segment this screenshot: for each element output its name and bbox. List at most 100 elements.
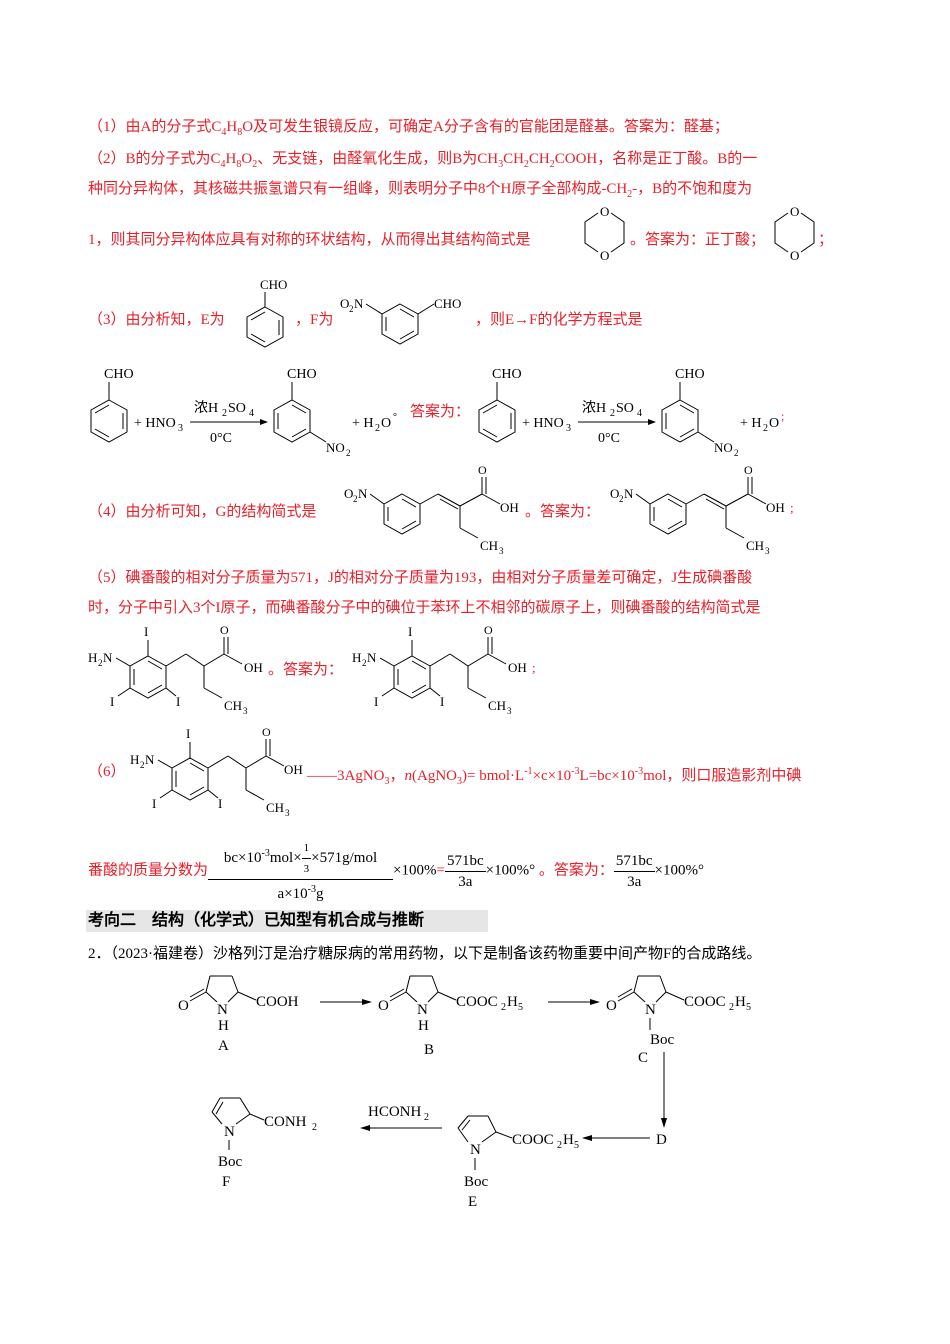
svg-text:I: I (374, 694, 378, 709)
svg-text:OH: OH (500, 500, 519, 515)
svg-text:O: O (220, 623, 229, 637)
svg-text:CH: CH (480, 538, 498, 553)
part3-text-c: ，则E→F的化学方程式是 (475, 312, 643, 328)
svg-text:O: O (790, 204, 799, 219)
part4-answer-label: 。答案为： (525, 504, 601, 520)
svg-text:CHO: CHO (104, 367, 134, 382)
svg-text:4: 4 (249, 408, 254, 419)
svg-text:O: O (790, 248, 799, 263)
svg-text:OH: OH (284, 762, 303, 777)
part3-answer-label: 答案为： (410, 404, 471, 420)
svg-text:O: O (600, 248, 609, 263)
svg-text:;: ; (790, 500, 794, 515)
svg-text:O: O (478, 463, 487, 477)
svg-text:+ H: + H (352, 416, 374, 431)
svg-text:CH: CH (746, 538, 764, 553)
part6-answer-label: 。答案为： (538, 862, 614, 879)
svg-text:2: 2 (763, 423, 768, 434)
svg-text:Boc: Boc (464, 1174, 489, 1190)
svg-text:H: H (218, 1018, 229, 1034)
svg-text:H: H (88, 650, 97, 665)
svg-text:O: O (484, 623, 493, 637)
svg-text:H: H (352, 650, 361, 665)
svg-text:I: I (408, 624, 412, 639)
svg-text:O: O (344, 486, 353, 501)
svg-text:COOC: COOC (456, 994, 498, 1010)
svg-text:5: 5 (746, 1002, 751, 1013)
svg-text:I: I (186, 726, 190, 741)
svg-text:N: N (358, 486, 368, 501)
svg-text:CHO: CHO (675, 367, 705, 382)
part5-answer-label: 。答案为： (268, 662, 344, 678)
svg-text:3: 3 (765, 546, 770, 556)
svg-text:;: ; (532, 660, 536, 675)
svg-text:O: O (600, 204, 609, 219)
svg-text:2: 2 (222, 408, 227, 419)
svg-text:H: H (507, 994, 518, 1010)
svg-text:3: 3 (507, 706, 512, 716)
svg-text:2: 2 (424, 1112, 429, 1123)
svg-text:+ HNO: + HNO (522, 416, 564, 431)
dioxane-structure: O O (584, 204, 625, 263)
svg-text:C: C (638, 1050, 648, 1066)
svg-text:CHO: CHO (434, 296, 461, 311)
svg-text:;: ; (781, 409, 784, 423)
svg-text:N: N (470, 1142, 481, 1158)
part5-line-1: （5）碘番酸的相对分子质量为571，J的相对分子质量为193，由相对分子质量差可… (88, 570, 753, 586)
svg-text:COOC: COOC (512, 1132, 554, 1148)
svg-text:2: 2 (375, 423, 380, 434)
part2-answer: 。答案为：正丁酸； (630, 232, 766, 248)
svg-text:浓H: 浓H (194, 400, 218, 416)
svg-text:E: E (468, 1194, 477, 1208)
part6-line2-text: 番酸的质量分数为 (88, 862, 209, 879)
svg-text:B: B (424, 1042, 434, 1058)
svg-text:A: A (218, 1038, 229, 1054)
part1-text: （1）由A的分子式C4H8O及可发生银镜反应，可确定A分子含有的官能团是醛基。答… (88, 119, 729, 138)
section-heading: 考向二 结构（化学式）已知型有机合成与推断 (86, 910, 488, 932)
svg-text:CHO: CHO (287, 367, 317, 382)
part6-prefix: （6） (88, 764, 126, 780)
compound-A: N H O COOH A (178, 975, 299, 1054)
svg-text:N: N (145, 752, 155, 767)
svg-text:H: H (418, 1018, 429, 1034)
svg-text:D: D (656, 1132, 667, 1148)
svg-text:3: 3 (285, 808, 290, 818)
svg-text:O: O (178, 998, 189, 1014)
svg-text:I: I (144, 624, 148, 639)
question-2-stem: 2．（2023·福建卷）沙格列汀是治疗糖尿病的常用药物，以下是制备该药物重要中间… (88, 946, 762, 962)
svg-text:O: O (378, 998, 389, 1014)
svg-text:O: O (610, 486, 619, 501)
svg-text:COOH: COOH (256, 994, 299, 1010)
svg-text:CH: CH (488, 698, 506, 713)
part6-formula: ——3AgNO3，n(AgNO3)= bmol·L-1×c×10-3L=bc×1… (307, 766, 802, 787)
answer-part-2-line-3: 1，则其同分异构体应具有对称的环状结构，从而得出其结构简式是 (88, 230, 531, 250)
svg-text:N: N (645, 1002, 656, 1018)
svg-text:NO: NO (326, 440, 345, 455)
svg-text:I: I (176, 694, 180, 709)
svg-text:H: H (735, 994, 746, 1010)
svg-text:°: ° (393, 412, 397, 423)
svg-text:O: O (340, 296, 349, 311)
svg-text:2: 2 (346, 448, 351, 457)
svg-text:O: O (262, 725, 271, 739)
svg-text:N: N (417, 1002, 428, 1018)
svg-text:OH: OH (508, 660, 527, 675)
benzaldehyde-E: CHO (246, 277, 287, 348)
part4-text: （4）由分析可知，G的结构简式是 (88, 504, 317, 520)
svg-text:浓H: 浓H (582, 400, 606, 416)
svg-text:CONH: CONH (264, 1114, 307, 1130)
svg-text:3: 3 (499, 546, 504, 556)
svg-text:+ H: + H (740, 416, 762, 431)
svg-text:CHO: CHO (260, 277, 287, 292)
answer-part-1: （1）由A的分子式C4H8O及可发生银镜反应，可确定A分子含有的官能团是醛基。答… (88, 117, 729, 143)
svg-text:Boc: Boc (218, 1154, 243, 1170)
answer-part-2-line-1: （2）B的分子式为C4H8O2、无支链，由醛氧化生成，则B为CH3CH2CH2C… (88, 151, 758, 170)
part2-line3-text: 1，则其同分异构体应具有对称的环状结构，从而得出其结构简式是 (88, 232, 531, 248)
svg-text:2: 2 (557, 1140, 562, 1151)
